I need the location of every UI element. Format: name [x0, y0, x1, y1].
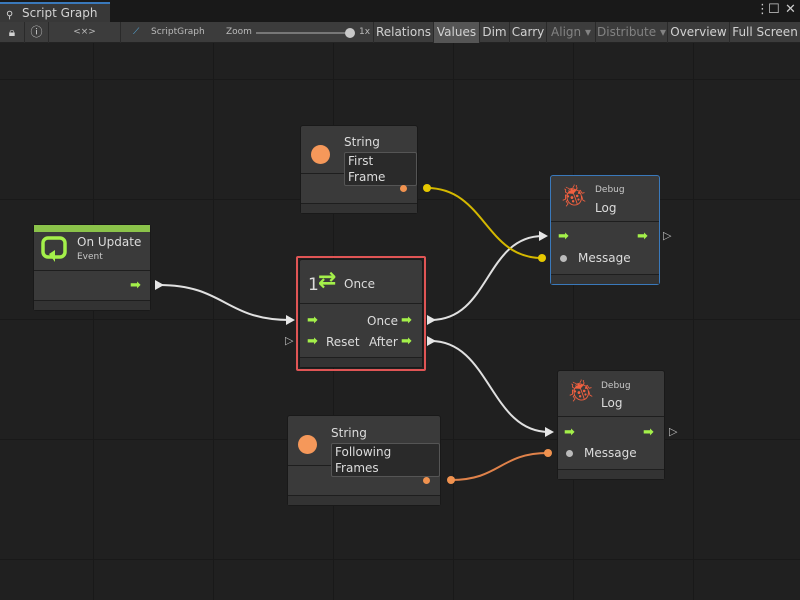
after-arrow-icon: ➡: [401, 334, 412, 349]
after-output-port[interactable]: [427, 336, 436, 346]
zoom-slider[interactable]: [256, 32, 348, 34]
update-loop-icon: [41, 236, 67, 262]
string-output-port[interactable]: [423, 184, 431, 192]
string-value-field[interactable]: First Frame: [344, 152, 417, 186]
on-update-node[interactable]: On Update Event ➡: [33, 224, 151, 311]
string-value-field[interactable]: Following Frames: [331, 443, 440, 477]
refresh-icon: ⇄: [318, 268, 337, 293]
string-icon: [298, 435, 317, 454]
message-dot-icon: [566, 450, 573, 457]
bug-icon: 🐞︎: [560, 184, 588, 209]
carry-button[interactable]: Carry: [510, 22, 547, 43]
node-category: Debug: [601, 381, 631, 391]
zoom-label: Zoom: [226, 27, 252, 37]
node-category: Debug: [595, 185, 625, 195]
message-label: Message: [584, 446, 637, 460]
node-title: String: [344, 135, 380, 149]
code-button[interactable]: <×>: [49, 22, 121, 43]
flow-output-port[interactable]: [155, 280, 164, 290]
node-title: Log: [595, 201, 617, 215]
node-title: String: [331, 426, 367, 440]
maximize-icon[interactable]: ☐: [768, 2, 780, 17]
enter-arrow-icon: ➡: [307, 313, 318, 328]
zoom-slider-handle[interactable]: [345, 28, 355, 38]
node-title: On Update: [77, 235, 142, 249]
output-dot-icon: [400, 185, 407, 192]
log2-message-port[interactable]: [544, 449, 552, 457]
graph-name[interactable]: ScriptGraph: [151, 27, 205, 37]
once-count: 1: [308, 275, 319, 295]
align-dropdown[interactable]: Align ▾: [547, 22, 596, 43]
log2-exit-port[interactable]: ▷: [669, 425, 678, 438]
enter-arrow-icon: ➡: [558, 229, 569, 244]
once-arrow-icon: ➡: [401, 313, 412, 328]
enter-arrow-icon: ➡: [564, 425, 575, 440]
reset-input-port[interactable]: ▷: [285, 334, 294, 347]
overview-button[interactable]: Overview: [668, 22, 730, 43]
graph-breadcrumb: ⟋ ScriptGraph Zoom 1x: [121, 22, 371, 43]
debug-log-node-2[interactable]: 🐞︎ Debug Log ➡ ➡ Message: [557, 370, 665, 480]
once-node[interactable]: 1 ⇄ Once ➡ Once ➡ ➡ Reset After ➡: [299, 259, 423, 368]
message-dot-icon: [560, 255, 567, 262]
values-button[interactable]: Values: [434, 22, 480, 43]
wire-update-once[interactable]: [158, 284, 291, 321]
exit-arrow-icon: ➡: [643, 425, 654, 440]
log2-enter-port[interactable]: [545, 427, 554, 437]
relations-button[interactable]: Relations: [373, 22, 434, 43]
string-node-first-frame[interactable]: String First Frame: [300, 125, 418, 214]
debug-log-node-1[interactable]: 🐞︎ Debug Log ➡ ➡ Message: [550, 175, 660, 285]
wire-string2-message[interactable]: [450, 452, 549, 481]
output-dot-icon: [423, 477, 430, 484]
log1-message-port[interactable]: [538, 254, 546, 262]
more-menu-icon[interactable]: ⋮: [756, 2, 769, 17]
window-title: Script Graph: [22, 6, 98, 20]
bug-icon: 🐞︎: [567, 379, 595, 404]
close-icon[interactable]: ✕: [785, 2, 796, 17]
node-subtitle: Event: [77, 252, 103, 262]
graph-icon: ⟋: [133, 27, 140, 37]
node-title: Log: [601, 396, 623, 410]
tab-script-graph[interactable]: ⚲ Script Graph: [0, 2, 110, 22]
lock-icon[interactable]: 🔒︎: [0, 22, 25, 43]
message-label: Message: [578, 251, 631, 265]
info-icon[interactable]: ⓘ: [25, 22, 49, 43]
log1-exit-port[interactable]: ▷: [663, 229, 672, 242]
exit-arrow-icon: ➡: [637, 229, 648, 244]
zoom-value: 1x: [359, 27, 371, 37]
wire-string1-message[interactable]: [426, 187, 543, 259]
string-output-port[interactable]: [447, 476, 455, 484]
once-output-port[interactable]: [427, 315, 436, 325]
distribute-dropdown[interactable]: Distribute ▾: [596, 22, 668, 43]
dim-button[interactable]: Dim: [480, 22, 510, 43]
string-node-following-frames[interactable]: String Following Frames: [287, 415, 441, 506]
toolbar: 🔒︎ ⓘ <×> ⟋ ScriptGraph Zoom 1x Relations…: [0, 22, 800, 43]
node-title: Once: [344, 277, 376, 291]
title-bar: ⚲ Script Graph ⋮ ☐ ✕: [0, 0, 800, 22]
full-screen-button[interactable]: Full Screen: [732, 25, 798, 39]
log1-enter-port[interactable]: [539, 231, 548, 241]
event-accent-bar: [34, 225, 150, 232]
selection-outline: [296, 256, 426, 371]
once-output-label: Once: [367, 314, 399, 328]
flow-output-arrow-icon: ➡: [130, 278, 141, 293]
hierarchy-icon: ⚲: [6, 10, 14, 21]
string-icon: [311, 145, 330, 164]
reset-arrow-icon: ➡: [307, 334, 318, 349]
after-output-label: After: [369, 335, 398, 349]
wire-after-log2[interactable]: [430, 340, 550, 433]
wire-once-log1[interactable]: [430, 235, 544, 321]
enter-input-port[interactable]: [286, 315, 295, 325]
reset-input-label: Reset: [326, 335, 360, 349]
